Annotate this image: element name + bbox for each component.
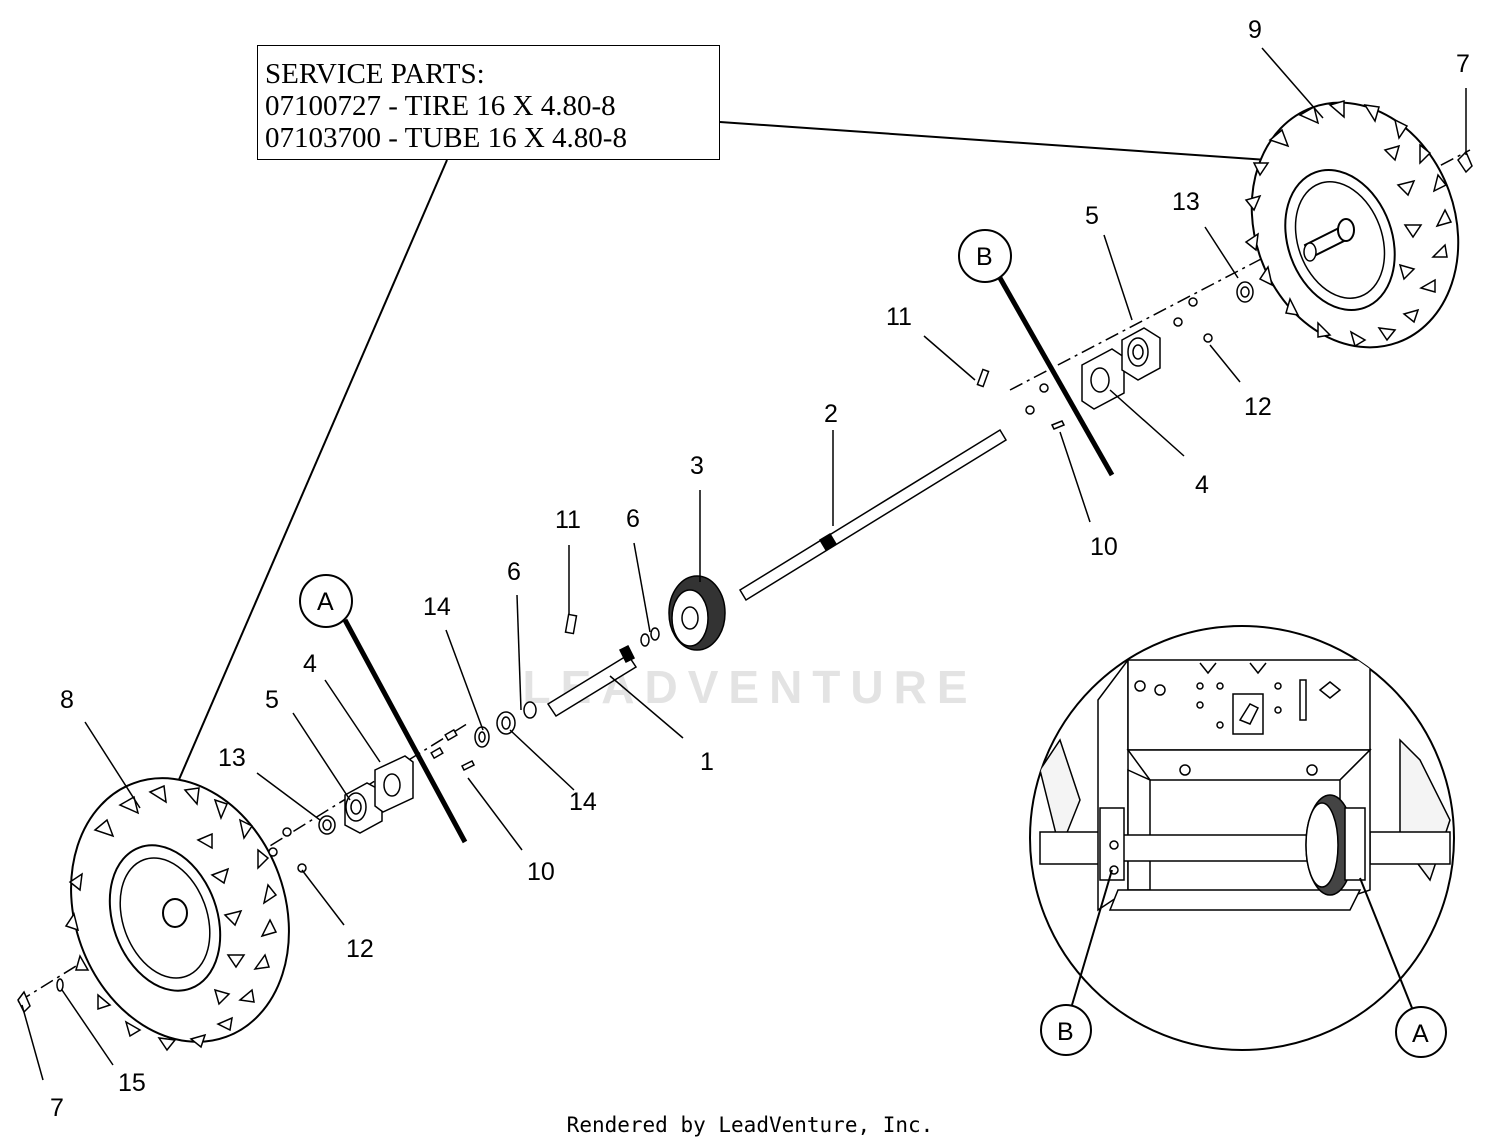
marker-a-main: A bbox=[317, 588, 334, 616]
callout-leaders bbox=[21, 47, 1467, 1081]
callout-9: 9 bbox=[1248, 16, 1262, 44]
leader-service-left bbox=[167, 159, 448, 806]
callout-4-right: 4 bbox=[1195, 471, 1209, 499]
marker-b-main: B bbox=[976, 243, 993, 271]
callout-labels: 1 2 3 4 4 5 5 6 6 7 7 8 9 10 10 11 11 12… bbox=[50, 16, 1470, 1122]
marker-letters: A B bbox=[317, 243, 993, 616]
marker-a-circle bbox=[299, 574, 353, 628]
section-bar-a bbox=[342, 618, 468, 844]
marker-a-inset-circle bbox=[1395, 1006, 1447, 1058]
callout-5-right: 5 bbox=[1085, 202, 1099, 230]
callout-8: 8 bbox=[60, 686, 74, 714]
callout-10-left: 10 bbox=[527, 858, 555, 886]
shaft-and-gear bbox=[546, 368, 1008, 718]
callout-6-right: 6 bbox=[626, 505, 640, 533]
callout-10-right: 10 bbox=[1090, 533, 1118, 561]
callout-15: 15 bbox=[118, 1069, 146, 1097]
callout-2: 2 bbox=[824, 400, 838, 428]
detail-inset bbox=[1029, 625, 1455, 1058]
callout-12-left: 12 bbox=[346, 935, 374, 963]
right-wheel-assembly bbox=[1244, 100, 1460, 349]
service-parts-tire: 07100727 - TIRE 16 X 4.80-8 bbox=[265, 90, 616, 122]
footer-credit: Rendered by LeadVenture, Inc. bbox=[566, 1113, 934, 1137]
callout-7-right: 7 bbox=[1456, 50, 1470, 78]
section-bar-b bbox=[997, 276, 1115, 477]
marker-b-circle bbox=[958, 229, 1012, 283]
callout-11-left: 11 bbox=[555, 506, 581, 534]
callout-13-left: 13 bbox=[218, 744, 246, 772]
callout-7-left: 7 bbox=[50, 1094, 64, 1122]
service-parts-heading: SERVICE PARTS: bbox=[265, 58, 485, 90]
left-hub-parts bbox=[17, 701, 537, 1014]
marker-b-inset-circle bbox=[1040, 1004, 1092, 1056]
callout-11-right: 11 bbox=[886, 303, 912, 331]
callout-12-right: 12 bbox=[1244, 393, 1272, 421]
callout-14-left: 14 bbox=[423, 593, 451, 621]
callout-3: 3 bbox=[690, 452, 704, 480]
marker-b-inset: B bbox=[1057, 1018, 1074, 1046]
callout-5-left: 5 bbox=[265, 686, 279, 714]
service-parts-box: SERVICE PARTS: 07100727 - TIRE 16 X 4.80… bbox=[257, 45, 720, 160]
callout-1: 1 bbox=[700, 748, 714, 776]
callout-13-right: 13 bbox=[1172, 188, 1200, 216]
left-wheel-assembly bbox=[64, 777, 290, 1052]
callout-14-right: 14 bbox=[569, 788, 597, 816]
marker-a-inset: A bbox=[1412, 1020, 1429, 1048]
inset-marker-letters: B A bbox=[1057, 1018, 1429, 1048]
leader-service-right bbox=[719, 121, 1298, 163]
callout-6-left: 6 bbox=[507, 558, 521, 586]
callout-4-left: 4 bbox=[303, 650, 317, 678]
service-parts-tube: 07103700 - TUBE 16 X 4.80-8 bbox=[265, 122, 627, 154]
